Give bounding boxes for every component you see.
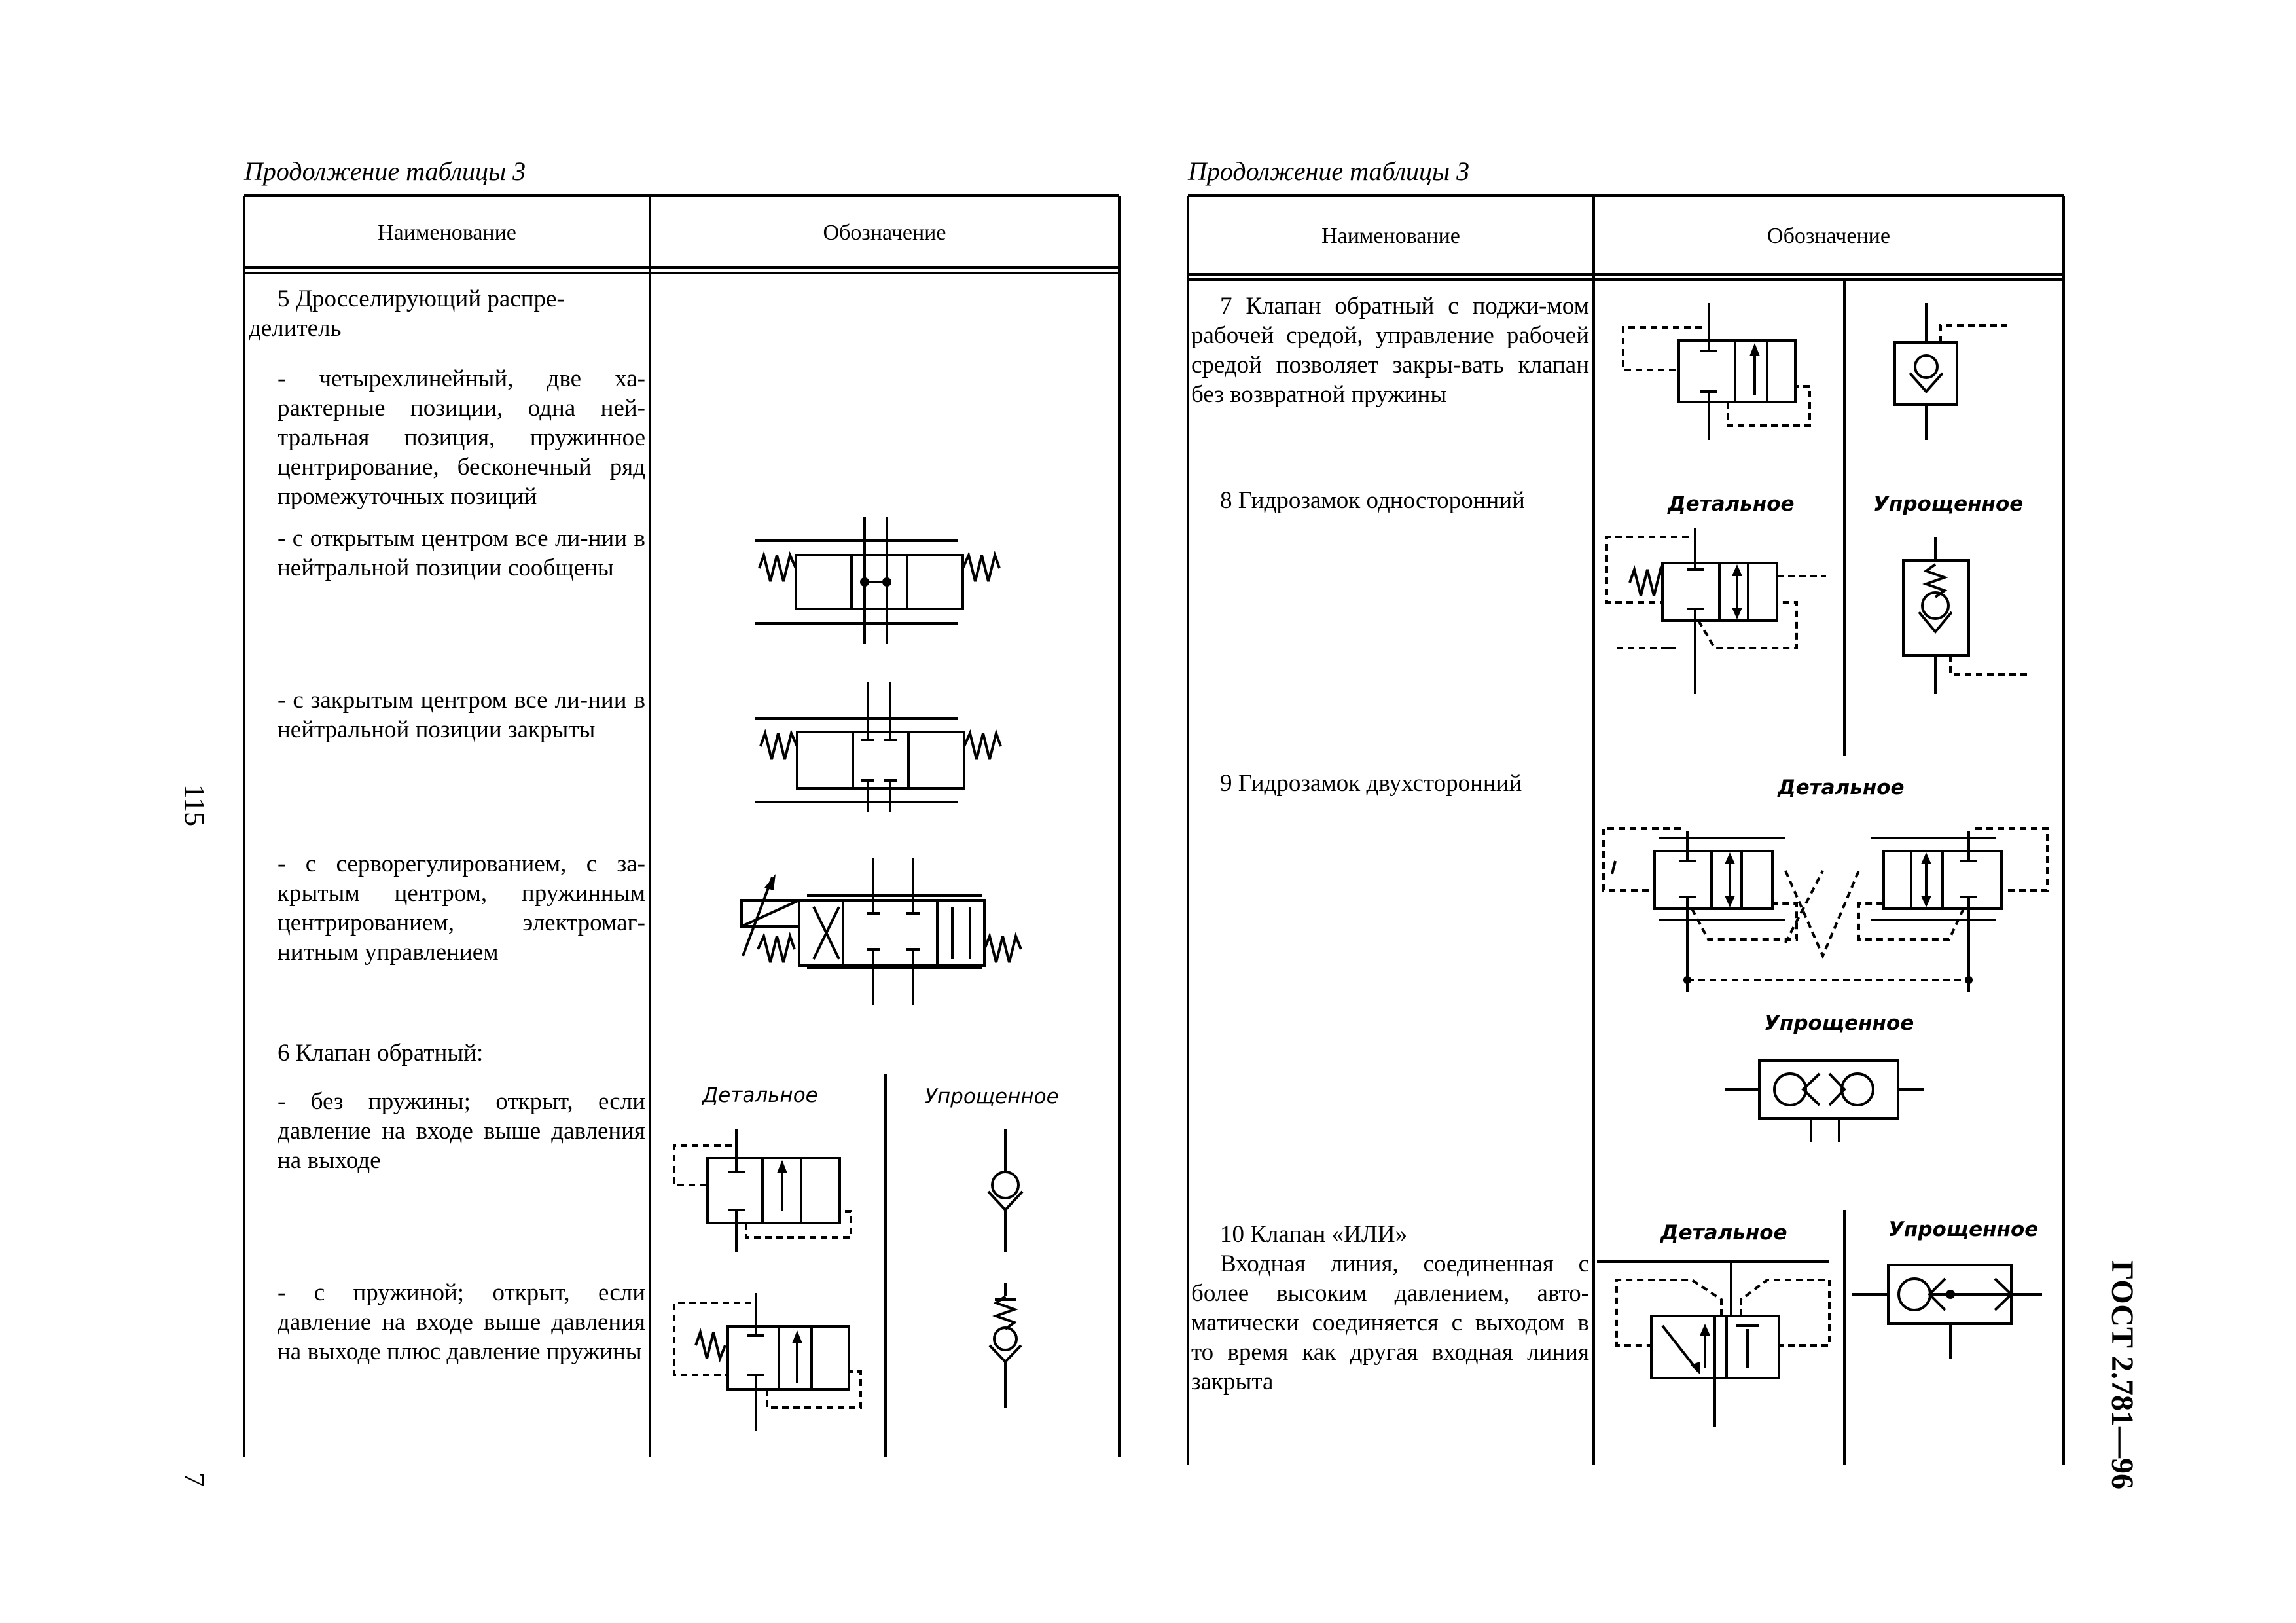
item10-label-detailed: Детальное xyxy=(1660,1221,1787,1245)
right-caption: Продолжение таблицы 3 xyxy=(1188,156,1470,186)
item10-label-simplified: Упрощенное xyxy=(1888,1218,2039,1241)
item10-title: 10 Клапан «ИЛИ» xyxy=(1220,1221,1408,1248)
symbol-two-way-lock-simplified xyxy=(1725,1059,1924,1142)
item6a-text: - без пружины; открыт, если давление на … xyxy=(278,1088,645,1174)
symbol-one-way-lock-simplified xyxy=(1902,537,2029,694)
symbol-one-way-lock-detailed xyxy=(1605,528,1826,694)
page-number: 115 xyxy=(179,784,211,827)
item7-text: 7 Клапан обратный с поджи-мом рабочей ср… xyxy=(1191,293,1589,408)
symbol-pilot-check-simplified xyxy=(1893,303,2007,440)
symbol-check-valve-simplified xyxy=(987,1129,1024,1252)
left-col-name-header: Наименование xyxy=(378,221,516,245)
item5b-text: - с открытым центром все ли-нии в нейтра… xyxy=(278,525,645,581)
item8-label-detailed: Детальное xyxy=(1668,492,1795,516)
left-label-detailed: Детальное xyxy=(702,1084,818,1107)
item5a-text: - четырехлинейный, две ха-рактерные пози… xyxy=(278,365,645,510)
standard-designation: ГОСТ 2.781—96 xyxy=(2105,1260,2140,1489)
symbol-or-valve-simplified xyxy=(1852,1264,2042,1359)
item9-label-detailed: Детальное xyxy=(1778,776,1905,799)
item5d-text: - с серворегулированием, с за-крытым цен… xyxy=(278,850,645,966)
item6b-text: - с пружиной; открыт, если давление на в… xyxy=(278,1279,645,1365)
right-table-grid xyxy=(1187,194,2065,1465)
symbol-open-center-valve xyxy=(755,517,1001,644)
symbol-or-valve-detailed xyxy=(1597,1260,1831,1427)
symbol-check-valve-spring-simplified xyxy=(988,1283,1022,1408)
item10-text: Входная линия, соединенная с более высок… xyxy=(1191,1250,1589,1395)
page-sequence: 7 xyxy=(179,1472,211,1487)
item5-line1: 5 Дросселирующий распре- xyxy=(278,285,565,312)
item9-label-simplified: Упрощенное xyxy=(1764,1012,1914,1035)
symbol-two-way-lock-detailed xyxy=(1602,827,2049,992)
symbol-pilot-check-detailed xyxy=(1622,303,1811,440)
symbol-servo-valve xyxy=(740,858,1022,1005)
symbol-check-valve-spring-detailed xyxy=(673,1293,862,1431)
left-table-grid xyxy=(243,194,1121,1457)
item6-text: 6 Клапан обратный: xyxy=(278,1040,484,1067)
item8-text: 8 Гидрозамок односторонний xyxy=(1220,487,1525,514)
item8-label-simplified: Упрощенное xyxy=(1873,492,2024,516)
left-label-simplified: Упрощенное xyxy=(925,1085,1059,1108)
right-col-symbol-header: Обозначение xyxy=(1767,224,1890,248)
item9-text: 9 Гидрозамок двухсторонний xyxy=(1220,770,1522,797)
item5-line2: делитель xyxy=(249,315,342,342)
left-caption: Продолжение таблицы 3 xyxy=(244,156,526,186)
left-col-symbol-header: Обозначение xyxy=(823,221,946,245)
symbol-check-valve-detailed xyxy=(673,1129,852,1252)
symbol-closed-center-valve xyxy=(755,682,1002,812)
right-col-name-header: Наименование xyxy=(1321,224,1460,248)
item5c-text: - с закрытым центром все ли-нии в нейтра… xyxy=(278,687,645,743)
